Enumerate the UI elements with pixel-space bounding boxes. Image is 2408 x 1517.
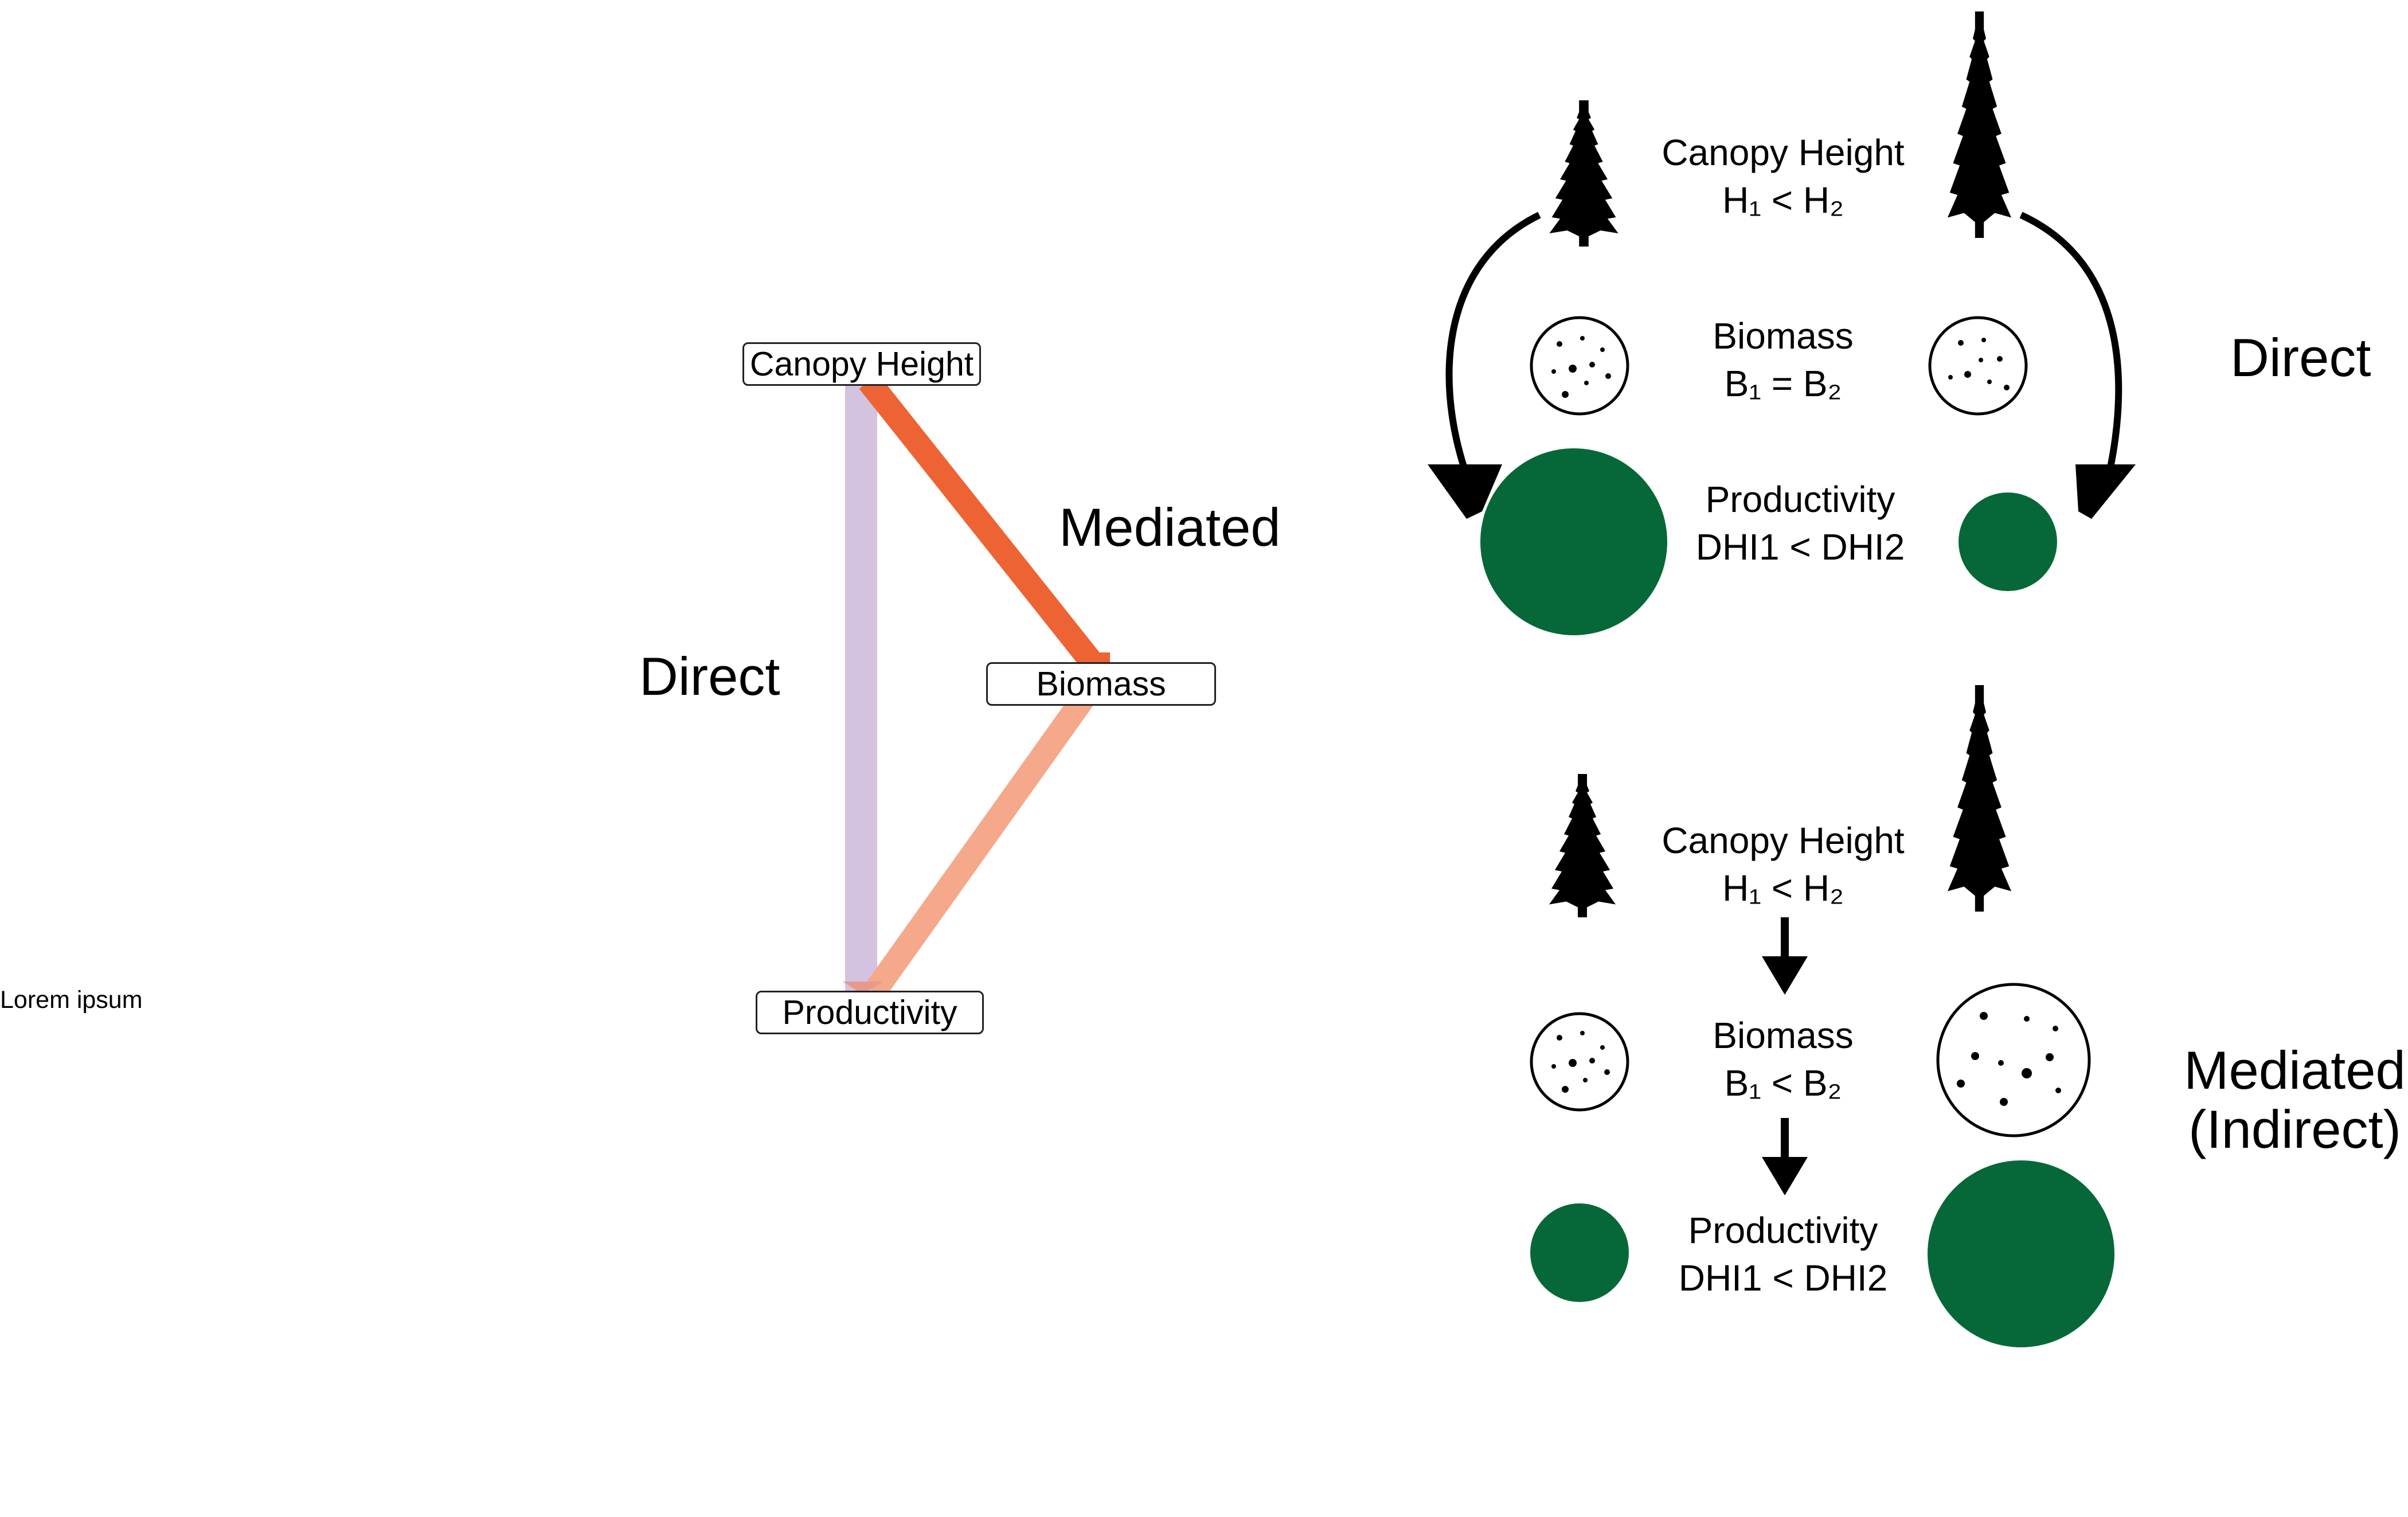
- mediated-path-lower-line: [864, 675, 1105, 999]
- biomass-node-label: Biomass: [1036, 664, 1166, 703]
- productivity-circle-icon: [1928, 1160, 2114, 1347]
- top-canopy-title: Canopy Height: [1662, 132, 1905, 173]
- bottom-biomass-title: Biomass: [1713, 1015, 1854, 1056]
- canopy-height-node: Canopy Height: [742, 342, 981, 386]
- top-productivity-title: Productivity: [1705, 479, 1895, 520]
- biomass-dots-icon: [1936, 983, 2091, 1137]
- canopy-height-node-label: Canopy Height: [749, 345, 974, 383]
- direct-path-label: Direct: [639, 646, 780, 706]
- bottom-canopy-text: Canopy Height H₁ < H₂: [1651, 817, 1915, 912]
- arrow-icon: [1762, 956, 1808, 995]
- biomass-node: Biomass: [986, 662, 1216, 706]
- biomass-dots-icon: [1530, 316, 1629, 416]
- arrow-icon: [2019, 212, 2122, 471]
- arrow-icon: [1428, 464, 1502, 519]
- top-productivity-relation: DHI1 < DHI2: [1695, 526, 1905, 568]
- productivity-arrowhead: [843, 982, 883, 995]
- bottom-canopy-title: Canopy Height: [1662, 820, 1905, 861]
- arrow-icon: [2075, 464, 2136, 519]
- top-biomass-title: Biomass: [1713, 315, 1854, 357]
- productivity-node-label: Productivity: [782, 993, 957, 1031]
- productivity-node: Productivity: [756, 991, 984, 1034]
- biomass-arrowhead: [1078, 652, 1110, 663]
- biomass-dots-icon: [1928, 316, 2028, 416]
- productivity-circle-icon: [1530, 1203, 1629, 1302]
- arrow-icon: [1762, 1157, 1808, 1195]
- top-canopy-relation: H₁ < H₂: [1722, 179, 1844, 221]
- productivity-circle-icon: [1480, 448, 1667, 635]
- mediated-path-label: Mediated: [1059, 497, 1281, 557]
- top-biomass-text: Biomass B₁ = B₂: [1651, 312, 1915, 408]
- bottom-biomass-text: Biomass B₁ < B₂: [1651, 1012, 1915, 1107]
- bottom-mediated-label-line2: (Indirect): [2188, 1099, 2401, 1160]
- top-biomass-relation: B₁ = B₂: [1724, 363, 1842, 405]
- biomass-dots-icon: [1530, 1012, 1629, 1112]
- mediated-path-upper-line: [859, 373, 1105, 674]
- bottom-productivity-title: Productivity: [1688, 1210, 1878, 1251]
- top-productivity-text: Productivity DHI1 < DHI2: [1671, 476, 1929, 571]
- top-canopy-text: Canopy Height H₁ < H₂: [1651, 129, 1915, 224]
- bottom-mediated-label: Mediated (Indirect): [2182, 1041, 2408, 1159]
- placeholder-text: Lorem ipsum: [0, 986, 143, 1014]
- top-direct-label: Direct: [2230, 327, 2371, 388]
- arrow-icon: [1445, 212, 1541, 471]
- bottom-productivity-text: Productivity DHI1 < DHI2: [1654, 1207, 1912, 1302]
- productivity-circle-icon: [1959, 492, 2057, 591]
- bottom-productivity-relation: DHI1 < DHI2: [1678, 1257, 1888, 1299]
- bottom-canopy-relation: H₁ < H₂: [1722, 867, 1844, 909]
- bottom-biomass-relation: B₁ < B₂: [1724, 1062, 1842, 1104]
- bottom-mediated-label-line1: Mediated: [2184, 1040, 2406, 1100]
